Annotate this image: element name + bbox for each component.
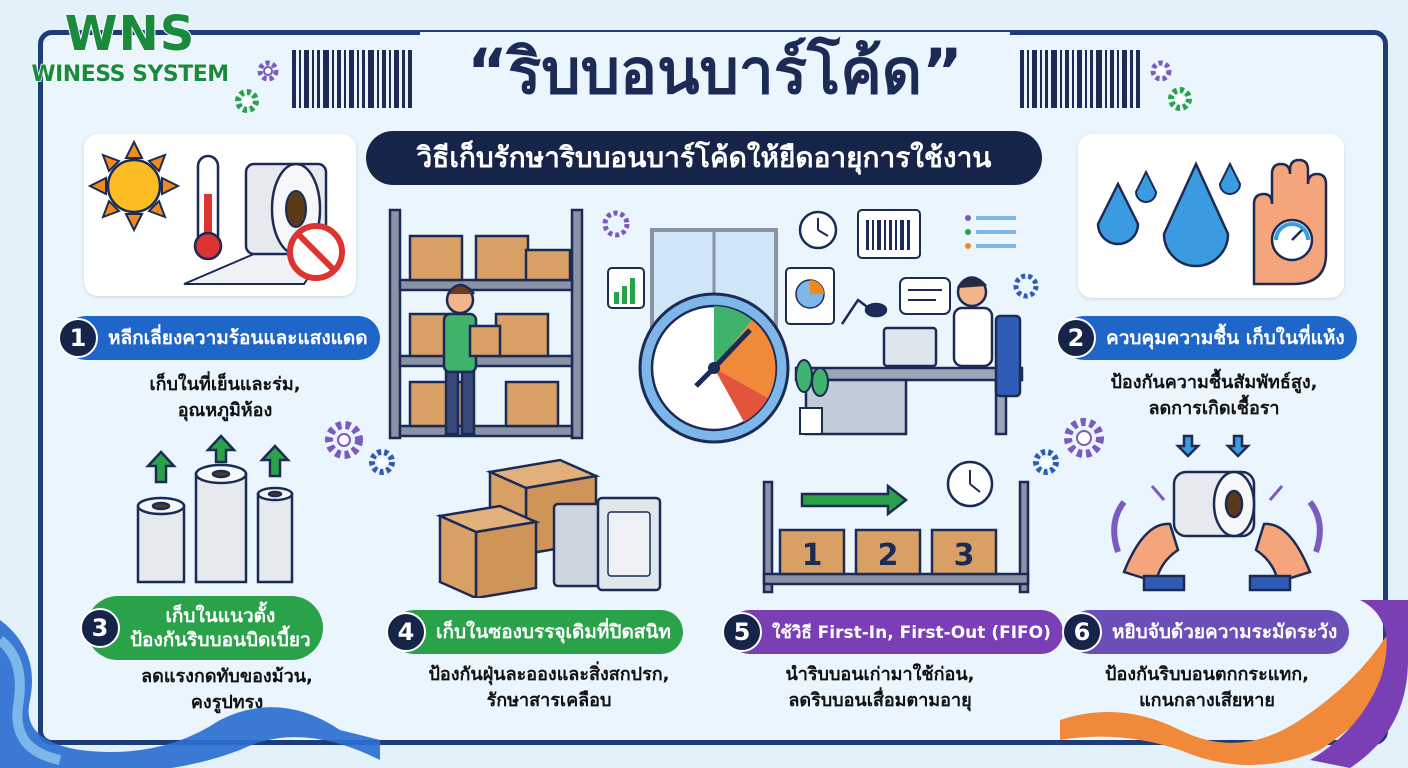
heat-illustration-card [84, 134, 356, 296]
tip-1-description: เก็บในที่เย็นและร่ม, อุณหภูมิห้อง [100, 372, 350, 424]
tip-5-number: 5 [722, 612, 762, 652]
barcode-left-icon [292, 50, 412, 108]
tip-6-pill: 6 หยิบจับด้วยความระมัดระวัง [1062, 610, 1350, 654]
tip-1-pill: 1 หลีกเลี่ยงความร้อนและแสงแดด [58, 316, 380, 360]
warehouse-clock-office-illustration [388, 208, 1039, 444]
water-drops-hand-icon [1096, 158, 1328, 286]
fifo-shelf-icon [762, 460, 1030, 594]
tip-2-number: 2 [1056, 318, 1096, 358]
tip-4-desc-line-1: ป้องกันฝุ่นละอองและสิ่งสกปรก, [428, 664, 670, 685]
ribbon-left-decoration [0, 620, 380, 768]
tip-3-pill: 3 เก็บในแนวตั้ง ป้องกันริบบอนบิดเบี้ยว [80, 596, 323, 660]
tip-5-desc-line-2: ลดริบบอนเสื่อมตามอายุ [788, 690, 972, 711]
gear-icon [1168, 87, 1192, 111]
gear-icon [1064, 418, 1104, 458]
tip-3-label: เก็บในแนวตั้ง ป้องกันริบบอนบิดเบี้ยว [120, 604, 323, 652]
tip-2-description: ป้องกันความชื้นสัมพัทธ์สูง, ลดการเกิดเชื… [1076, 370, 1352, 422]
page-title: “ริบบอนบาร์โค้ด” [420, 32, 1010, 112]
gear-icon [325, 421, 363, 459]
tip-3-desc-line-1: ลดแรงกดทับของม้วน, [141, 666, 313, 687]
page-subtitle: วิธีเก็บรักษาริบบอนบาร์โค้ดให้ยืดอายุการ… [366, 131, 1042, 185]
gear-icon [1033, 449, 1059, 475]
tip-1-number: 1 [58, 318, 98, 358]
tip-6-number: 6 [1062, 612, 1102, 652]
tip-3-description: ลดแรงกดทับของม้วน, คงรูปทรง [94, 664, 360, 716]
tip-4-number: 4 [386, 612, 426, 652]
gear-icon [257, 60, 279, 82]
sun-thermometer-ribbon-icon [87, 139, 345, 285]
ribbon-right-decoration [1060, 600, 1408, 768]
vertical-rolls-icon [136, 434, 294, 584]
tip-4-pill: 4 เก็บในซองบรรจุเดิมที่ปิดสนิท [386, 610, 683, 654]
logo-sub: WINESS SYSTEM [31, 61, 230, 88]
tip-4-desc-line-2: รักษาสารเคลือบ [486, 690, 612, 711]
tip-5-pill: 5 ใช้วิธี First-In, First-Out (FIFO) [722, 610, 1063, 654]
tip-2-label: ควบคุมความชื้น เก็บในที่แห้ง [1106, 327, 1345, 349]
tip-4-label: เก็บในซองบรรจุเดิมที่ปิดสนิท [436, 621, 671, 643]
fifo-box-3-label: 3 [953, 538, 975, 573]
gear-icon [369, 449, 395, 475]
fifo-box-2-label: 2 [877, 538, 899, 573]
tip-2-desc-line-2: ลดการเกิดเชื้อรา [1148, 398, 1280, 419]
barcode-right-icon [1020, 50, 1140, 108]
boxes-sealed-packs-icon [435, 458, 662, 598]
tip-5-desc-line-1: นำริบบอนเก่ามาใช้ก่อน, [785, 664, 975, 685]
gear-icon [1150, 60, 1172, 82]
tip-1-desc-line-2: อุณหภูมิห้อง [177, 400, 273, 421]
tip-3-label-line-1: เก็บในแนวตั้ง [165, 605, 276, 627]
tip-4-description: ป้องกันฝุ่นละอองและสิ่งสกปรก, รักษาสารเค… [386, 662, 712, 714]
tip-3-number: 3 [80, 608, 120, 648]
tip-5-label: ใช้วิธี First-In, First-Out (FIFO) [772, 622, 1051, 643]
tip-1-desc-line-1: เก็บในที่เย็นและร่ม, [149, 374, 301, 395]
tip-3-label-line-2: ป้องกันริบบอนบิดเบี้ยว [130, 629, 311, 651]
tip-3-desc-line-2: คงรูปทรง [190, 692, 264, 713]
tip-1-label: หลีกเลี่ยงความร้อนและแสงแดด [108, 327, 368, 349]
humidity-illustration-card [1078, 134, 1344, 298]
tip-6-label: หยิบจับด้วยความระมัดระวัง [1112, 621, 1338, 643]
logo-main: WNS [64, 5, 196, 63]
wns-logo: WNS WINESS SYSTEM [14, 5, 246, 102]
tip-2-desc-line-1: ป้องกันความชื้นสัมพัทธ์สูง, [1110, 372, 1318, 393]
fifo-box-1-label: 1 [801, 538, 823, 573]
hands-holding-roll-icon [1111, 434, 1323, 592]
tip-6-desc-line-1: ป้องกันริบบอนตกกระแทก, [1105, 664, 1309, 685]
tip-6-desc-line-2: แกนกลางเสียหาย [1139, 690, 1275, 711]
tip-5-description: นำริบบอนเก่ามาใช้ก่อน, ลดริบบอนเสื่อมตาม… [740, 662, 1020, 714]
tip-2-pill: 2 ควบคุมความชื้น เก็บในที่แห้ง [1056, 316, 1357, 360]
gear-icon [235, 89, 259, 113]
tip-6-description: ป้องกันริบบอนตกกระแทก, แกนกลางเสียหาย [1064, 662, 1350, 714]
